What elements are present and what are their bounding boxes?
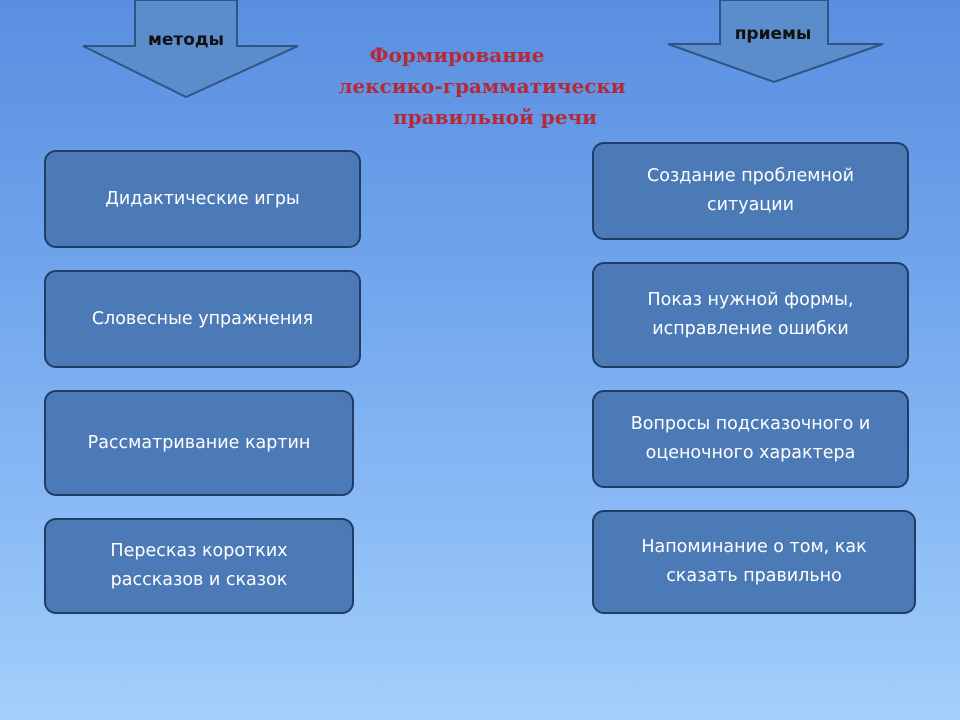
technique-text: Вопросы подсказочного и — [630, 414, 871, 434]
title-line-3: правильной речи — [393, 105, 597, 129]
title-line-2: лексико-грамматически — [338, 74, 626, 98]
techniques-arrow: приемы — [665, 0, 887, 86]
method-box: Словесные упражнения — [44, 270, 361, 368]
technique-text: Создание проблемной — [647, 166, 854, 186]
technique-text: ситуации — [707, 195, 794, 215]
method-text: Пересказ коротких — [110, 541, 288, 561]
technique-text: исправление ошибки — [652, 319, 849, 339]
methods-arrow-label: методы — [147, 30, 225, 50]
technique-box: Вопросы подсказочного и оценочного харак… — [592, 390, 909, 488]
title-line-1: Формирование — [369, 43, 545, 67]
technique-text: оценочного характера — [645, 443, 856, 463]
method-box: Пересказ коротких рассказов и сказок — [44, 518, 354, 614]
technique-text: Показ нужной формы, — [647, 290, 854, 310]
down-arrow-icon — [82, 0, 299, 99]
technique-text: Напоминание о том, как — [641, 537, 867, 557]
method-box: Дидактические игры — [44, 150, 361, 248]
method-text: Дидактические игры — [105, 188, 300, 209]
down-arrow-icon — [667, 0, 884, 84]
method-text: рассказов и сказок — [110, 570, 288, 590]
techniques-arrow-label: приемы — [734, 24, 812, 44]
method-text: Рассматривание картин — [87, 432, 311, 453]
methods-arrow: методы — [80, 0, 300, 100]
diagram-title: Формирование лексико-грамматически прави… — [320, 40, 660, 133]
technique-box: Напоминание о том, как сказать правильно — [592, 510, 916, 614]
technique-text: сказать правильно — [666, 566, 842, 586]
technique-box: Создание проблемной ситуации — [592, 142, 909, 240]
method-text: Словесные упражнения — [91, 308, 314, 329]
technique-box: Показ нужной формы, исправление ошибки — [592, 262, 909, 368]
method-box: Рассматривание картин — [44, 390, 354, 496]
